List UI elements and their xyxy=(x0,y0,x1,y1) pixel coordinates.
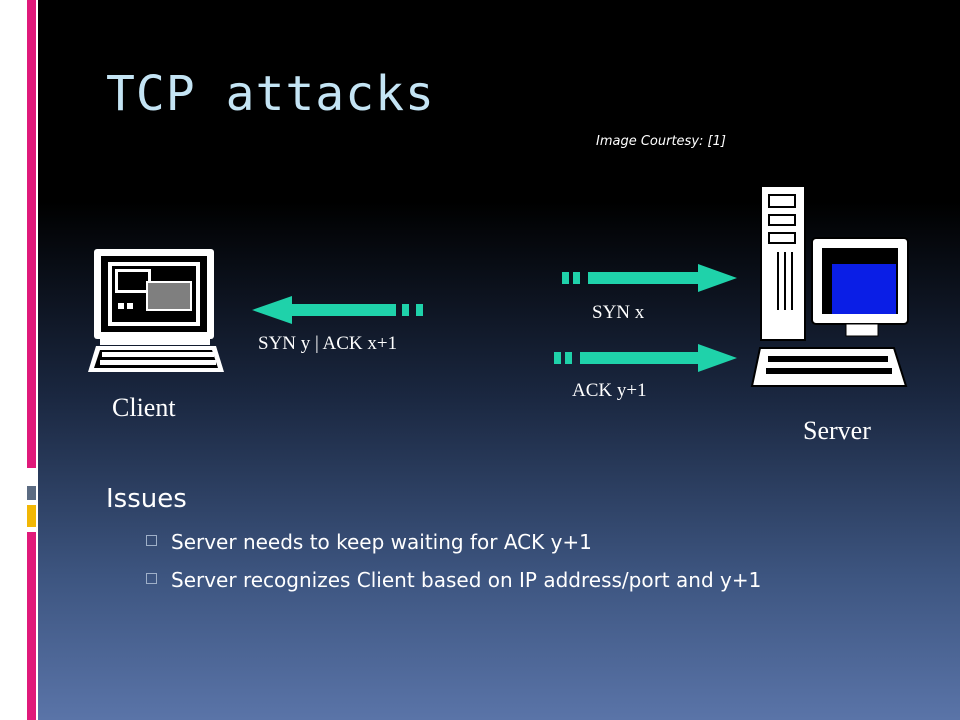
server-label: Server xyxy=(803,416,871,445)
accent-gold xyxy=(27,505,36,527)
issues-heading: Issues xyxy=(106,484,187,514)
arrow-label-ack: ACK y+1 xyxy=(572,380,647,401)
accent-pink-bottom xyxy=(27,532,36,720)
bullet-square-icon xyxy=(146,535,157,546)
image-courtesy: Image Courtesy: [1] xyxy=(596,134,726,149)
slide-title: TCP attacks xyxy=(106,66,435,122)
issue-item-text: Server recognizes Client based on IP add… xyxy=(171,568,762,592)
accent-slate xyxy=(27,486,36,500)
arrow-ack xyxy=(554,344,737,372)
server-computer-icon xyxy=(750,185,909,387)
arrow-syn-x xyxy=(562,264,737,292)
arrow-syn-ack xyxy=(252,296,423,324)
arrow-label-syn-x: SYN x xyxy=(592,302,645,323)
client-computer-icon xyxy=(88,249,224,372)
accent-pink-top xyxy=(27,0,36,468)
issue-item-text: Server needs to keep waiting for ACK y+1 xyxy=(171,530,592,554)
arrow-label-syn-ack: SYN y | ACK x+1 xyxy=(258,333,398,354)
issue-item: Server needs to keep waiting for ACK y+1 xyxy=(146,530,592,554)
bullet-square-icon xyxy=(146,573,157,584)
client-label: Client xyxy=(112,393,176,422)
issue-item: Server recognizes Client based on IP add… xyxy=(146,568,761,592)
